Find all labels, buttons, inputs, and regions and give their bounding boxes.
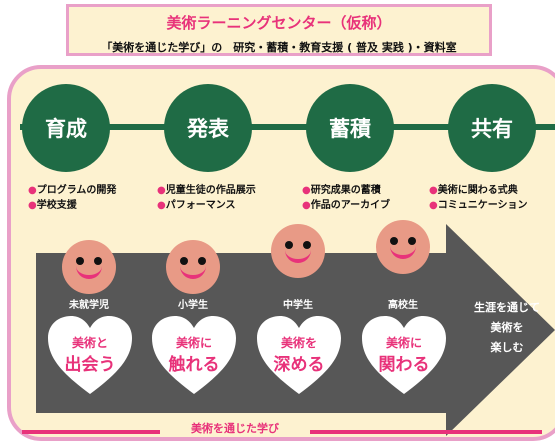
stage-circle-happyou: 発表 bbox=[164, 84, 252, 172]
stage-label: 育成 bbox=[45, 117, 87, 141]
bullet-item: ●作品のアーカイブ bbox=[302, 200, 391, 211]
bullet-dot-icon: ● bbox=[28, 200, 37, 211]
bullet-dot-icon: ● bbox=[28, 185, 37, 196]
heart-icon bbox=[152, 316, 236, 394]
stage-label: 発表 bbox=[187, 117, 229, 141]
face-icon bbox=[271, 224, 325, 278]
heart-card-0: 美術と出会う bbox=[46, 314, 134, 396]
bullet-item: ●学校支援 bbox=[28, 200, 77, 211]
stage-bullets-happyou: ●児童生徒の作品展示 ●パフォーマンス bbox=[157, 183, 256, 213]
bullet-item: ●児童生徒の作品展示 bbox=[157, 185, 256, 196]
heart-card-2: 美術を深める bbox=[255, 314, 343, 396]
stage-bullets-chikuseki: ●研究成果の蓄積 ●作品のアーカイブ bbox=[302, 183, 390, 213]
stage-connector bbox=[20, 124, 555, 130]
stage-bullets-kyouyuu: ●美術に関わる式典 ●コミュニケーション bbox=[429, 183, 528, 213]
bullet-dot-icon: ● bbox=[302, 185, 311, 196]
bullet-item: ●コミュニケーション bbox=[429, 200, 528, 211]
bullet-item: ●美術に関わる式典 bbox=[429, 185, 518, 196]
bullet-item: ●研究成果の蓄積 bbox=[302, 185, 381, 196]
heart-card-3: 美術に関わる bbox=[360, 314, 448, 396]
heart-icon bbox=[362, 316, 446, 394]
face-icon bbox=[376, 220, 430, 274]
bullet-dot-icon: ● bbox=[157, 200, 166, 211]
face-icon bbox=[62, 240, 116, 294]
grade-label-elementary: 小学生 bbox=[178, 300, 208, 311]
bottom-label: 美術を通じた学び bbox=[160, 420, 310, 436]
stage-bullets-ikusei: ●プログラムの開発 ●学校支援 bbox=[28, 183, 116, 213]
stage-label: 共有 bbox=[471, 117, 513, 141]
grade-label-preschool: 未就学児 bbox=[69, 300, 109, 311]
bullet-item: ●パフォーマンス bbox=[157, 200, 236, 211]
stage-circle-kyouyuu: 共有 bbox=[448, 84, 536, 172]
stage-circle-ikusei: 育成 bbox=[22, 84, 110, 172]
heart-icon bbox=[48, 316, 132, 394]
page-title: 美術ラーニングセンター（仮称） bbox=[166, 14, 392, 32]
header-box: 美術ラーニングセンター（仮称） 「美術を通じた学び」の 研究・蓄積・教育支援 (… bbox=[66, 4, 492, 56]
bullet-item: ●プログラムの開発 bbox=[28, 185, 117, 196]
bullet-dot-icon: ● bbox=[302, 200, 311, 211]
stage-circle-chikuseki: 蓄積 bbox=[306, 84, 394, 172]
heart-icon bbox=[257, 316, 341, 394]
face-icon bbox=[166, 240, 220, 294]
stage-label: 蓄積 bbox=[329, 117, 371, 141]
bullet-dot-icon: ● bbox=[429, 185, 438, 196]
bullet-dot-icon: ● bbox=[157, 185, 166, 196]
grade-label-high-school: 高校生 bbox=[388, 300, 418, 311]
grade-label-junior-high: 中学生 bbox=[283, 300, 313, 311]
heart-card-1: 美術に触れる bbox=[150, 314, 238, 396]
bullet-dot-icon: ● bbox=[429, 200, 438, 211]
page-subtitle: 「美術を通じた学び」の 研究・蓄積・教育支援 ( 普及 実践 )・資料室 bbox=[101, 41, 457, 54]
lifelong-text: 生涯を通じて 美術を 楽しむ bbox=[474, 301, 540, 354]
